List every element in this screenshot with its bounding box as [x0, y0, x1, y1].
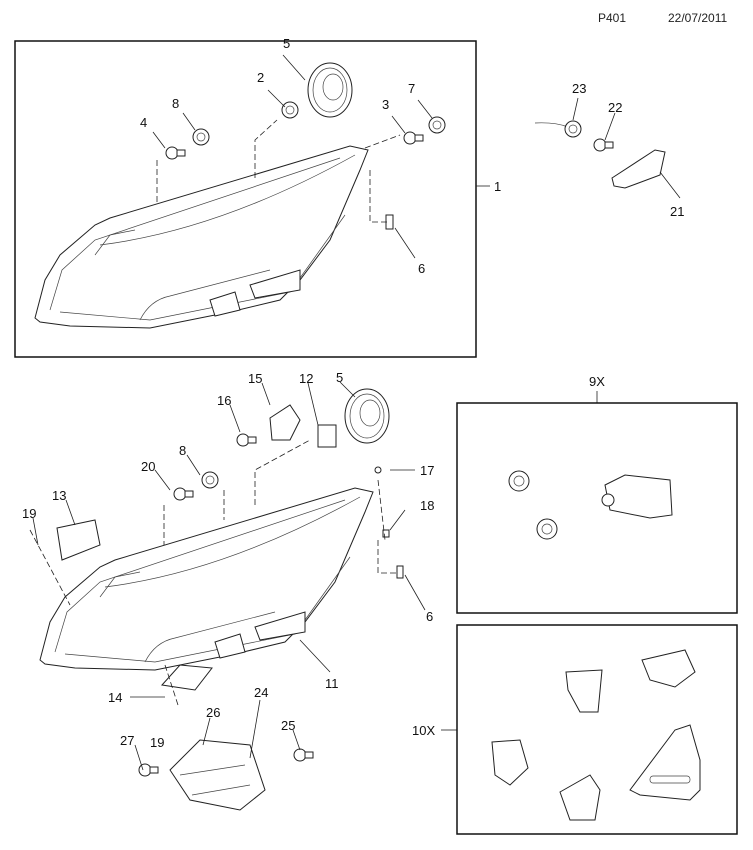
- callout-8b: 8: [179, 443, 186, 458]
- callout-27: 27: [120, 733, 134, 748]
- callout-3: 3: [382, 97, 389, 112]
- socket-7: [428, 116, 446, 134]
- clip-6: [385, 214, 394, 230]
- side-marker-bulb: [593, 138, 614, 152]
- callout-13: 13: [52, 488, 66, 503]
- callout-6b: 6: [426, 609, 433, 624]
- assembly-1-box: [14, 40, 477, 358]
- callout-5b: 5: [336, 370, 343, 385]
- headlamp-cap-2: [344, 388, 390, 444]
- callout-17: 17: [420, 463, 434, 478]
- bracket: [491, 739, 529, 786]
- callout-25: 25: [281, 718, 295, 733]
- kit-9x-box: [456, 402, 738, 614]
- bracket: [565, 669, 603, 713]
- headlamp-assembly: [34, 145, 369, 329]
- callout-18: 18: [420, 498, 434, 513]
- socket-8b: [201, 471, 219, 489]
- ballast-13: [56, 519, 101, 561]
- callout-23: 23: [572, 81, 586, 96]
- bulb-4: [165, 146, 186, 160]
- bracket: [629, 724, 701, 801]
- callout-11: 11: [325, 676, 339, 691]
- bulb-20: [173, 487, 194, 501]
- callout-19b: 19: [150, 735, 164, 750]
- callout-6: 6: [418, 261, 425, 276]
- clip-6b: [396, 565, 404, 579]
- kit-10x-box: [456, 624, 738, 835]
- fog-lamp-24: [169, 739, 266, 811]
- callout-14: 14: [108, 690, 122, 705]
- socket-8: [192, 128, 210, 146]
- callout-5: 5: [283, 36, 290, 51]
- callout-4: 4: [140, 115, 147, 130]
- callout-12: 12: [299, 371, 313, 386]
- xenon-bulb-12: [317, 424, 337, 448]
- date: 22/07/2011: [668, 11, 727, 25]
- callout-26: 26: [206, 705, 220, 720]
- bulb-socket: [281, 101, 299, 119]
- callout-21: 21: [670, 204, 684, 219]
- bulb-16: [236, 433, 257, 447]
- callout-15: 15: [248, 371, 262, 386]
- callout-19: 19: [22, 506, 36, 521]
- callout-16: 16: [217, 393, 231, 408]
- side-marker-lamp: [611, 149, 666, 189]
- leveling-motor: [604, 474, 673, 519]
- headlamp-cap: [307, 62, 353, 118]
- callout-8: 8: [172, 96, 179, 111]
- kit-9x-label: 9X: [589, 374, 605, 389]
- side-marker-socket: [564, 120, 582, 138]
- callout-20: 20: [141, 459, 155, 474]
- bracket: [559, 774, 601, 821]
- callout-22: 22: [608, 100, 622, 115]
- kit-10x-label: 10X: [412, 723, 435, 738]
- module-14: [161, 664, 213, 691]
- callout-7: 7: [408, 81, 415, 96]
- nut-18: [382, 529, 390, 538]
- page-code: P401: [598, 11, 626, 25]
- callout-24: 24: [254, 685, 268, 700]
- bulb-25: [293, 748, 314, 762]
- screw-17: [374, 466, 382, 474]
- bulb-3: [403, 131, 424, 145]
- headlamp-assembly-xenon: [39, 487, 374, 671]
- callout-2: 2: [257, 70, 264, 85]
- grommet: [536, 518, 558, 540]
- grommet: [508, 470, 530, 492]
- cover-15: [269, 404, 301, 441]
- bracket: [641, 649, 696, 688]
- callout-1: 1: [494, 179, 501, 194]
